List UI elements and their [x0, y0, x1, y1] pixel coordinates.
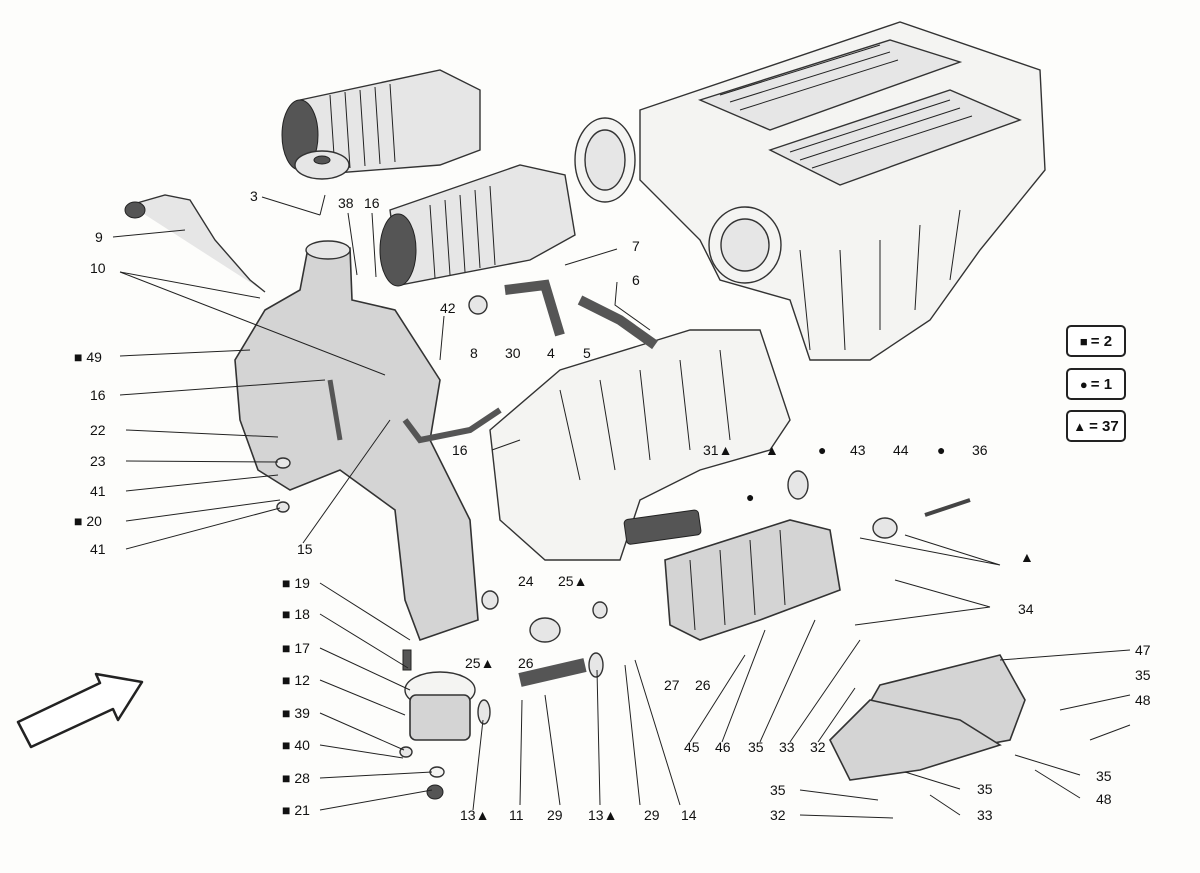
callout-triangle: ▲ — [765, 442, 779, 458]
callout-4: 4 — [547, 345, 555, 361]
legend-item-dot: ● = 1 — [1066, 368, 1126, 400]
legend-value: = 37 — [1089, 417, 1119, 435]
hoses-and-small-parts — [124, 194, 971, 800]
callout-27: 27 — [664, 677, 680, 693]
callout-35: 35 — [1096, 768, 1112, 784]
callout-35: 35 — [770, 782, 786, 798]
dot-icon: ● — [1079, 376, 1088, 392]
engine-head — [489, 329, 791, 561]
arrow-up-right-icon — [16, 672, 144, 749]
callout-42: 42 — [440, 300, 456, 316]
oil-tank — [234, 240, 479, 642]
callout-10: 10 — [90, 260, 106, 276]
callout-28: ■ 28 — [282, 770, 310, 786]
callout-29: 29 — [547, 807, 563, 823]
callout-45: 45 — [684, 739, 700, 755]
callout-40: ■ 40 — [282, 737, 310, 753]
callout-35: 35 — [748, 739, 764, 755]
callout-25: 25▲ — [465, 655, 494, 671]
intake-manifold — [574, 21, 1046, 361]
legend-value: = 1 — [1090, 375, 1113, 393]
callout-46: 46 — [715, 739, 731, 755]
callout-12: ■ 12 — [282, 672, 310, 688]
callout-32: 32 — [770, 807, 786, 823]
callout-11: 11 — [509, 807, 524, 823]
square-icon: ■ — [1079, 333, 1088, 349]
callout-17: ■ 17 — [282, 640, 310, 656]
callout-29: 29 — [644, 807, 660, 823]
callout-39: ■ 39 — [282, 705, 310, 721]
callout-41: 41 — [90, 483, 106, 499]
callout-16: 16 — [452, 442, 468, 458]
callout-14: 14 — [681, 807, 697, 823]
callout-dot: ● — [937, 442, 945, 458]
callout-38: 38 — [338, 195, 354, 211]
callout-31: 31▲ — [703, 442, 732, 458]
callout-dot: ● — [818, 442, 826, 458]
callout-47: 47 — [1135, 642, 1151, 658]
callout-8: 8 — [470, 345, 478, 361]
callout-6: 6 — [632, 272, 640, 288]
callout-34: 34 — [1018, 601, 1034, 617]
callout-48: 48 — [1135, 692, 1151, 708]
callout-22: 22 — [90, 422, 106, 438]
callout-16: 16 — [90, 387, 106, 403]
callout-23: 23 — [90, 453, 106, 469]
callout-19: ■ 19 — [282, 575, 310, 591]
leader-lines — [112, 194, 1131, 819]
callout-33: 33 — [977, 807, 993, 823]
callout-49: ■ 49 — [74, 349, 102, 365]
callout-3: 3 — [250, 188, 258, 204]
oil-filler-cap — [294, 150, 350, 180]
callout-44: 44 — [893, 442, 909, 458]
callout-35: 35 — [977, 781, 993, 797]
callout-48: 48 — [1096, 791, 1112, 807]
callout-32: 32 — [810, 739, 826, 755]
callout-36: 36 — [972, 442, 988, 458]
callout-7: 7 — [632, 238, 640, 254]
callout-21: ■ 21 — [282, 802, 310, 818]
callout-26: 26 — [518, 655, 534, 671]
callout-labels: 3 38 16 9 7 6 10 42 30 4 5 8 ■ 49 16 22 … — [74, 188, 1151, 823]
callout-15: 15 — [297, 541, 313, 557]
heat-shield-lower — [829, 699, 1002, 781]
callout-41: 41 — [90, 541, 106, 557]
callout-16: 16 — [364, 195, 380, 211]
callout-30: 30 — [505, 345, 521, 361]
callout-33: 33 — [779, 739, 795, 755]
callout-13: 13▲ — [588, 807, 617, 823]
throttle-body-lower — [379, 164, 576, 287]
triangle-icon: ▲ — [1073, 418, 1087, 434]
legend-item-triangle: ▲ = 37 — [1066, 410, 1126, 442]
callout-13: 13▲ — [460, 807, 489, 823]
callout-25: 25▲ — [558, 573, 587, 589]
oil-pump-housing — [664, 519, 841, 641]
callout-9: 9 — [95, 229, 103, 245]
legend-value: = 2 — [1090, 332, 1113, 350]
callout-20: ■ 20 — [74, 513, 102, 529]
callout-35: 35 — [1135, 667, 1151, 683]
callout-43: 43 — [850, 442, 866, 458]
callout-26: 26 — [695, 677, 711, 693]
callout-dot: ● — [746, 489, 754, 505]
callout-18: ■ 18 — [282, 606, 310, 622]
callout-5: 5 — [583, 345, 591, 361]
legend-item-square: ■ = 2 — [1066, 325, 1126, 357]
callout-24: 24 — [518, 573, 534, 589]
callout-triangle: ▲ — [1020, 549, 1034, 565]
